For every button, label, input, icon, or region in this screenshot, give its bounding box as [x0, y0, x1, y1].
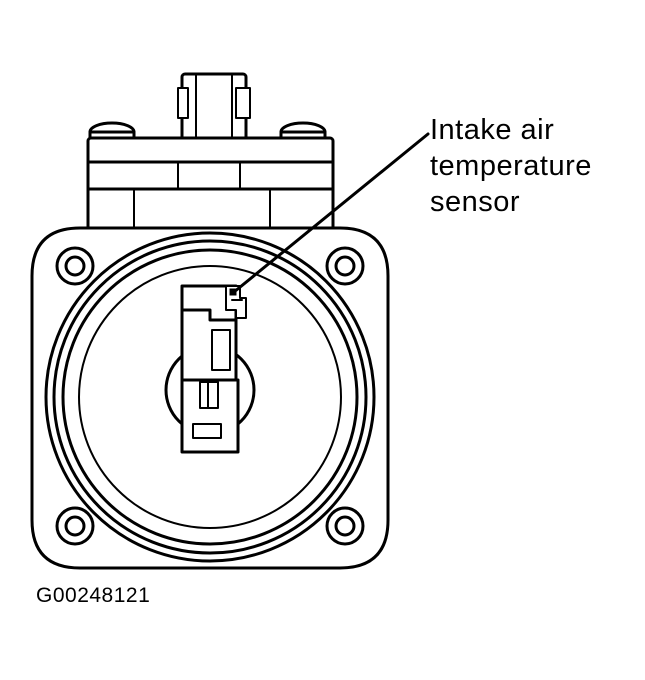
callout-label: Intake air temperature sensor [430, 112, 592, 220]
callout-leader-line [232, 132, 430, 294]
flange-hole-top-right [325, 246, 365, 286]
callout-line-3: sensor [430, 186, 521, 218]
figure-id: G00248121 [36, 584, 151, 607]
flange-hole-top-left [55, 246, 95, 286]
flange-hole-bottom-left [55, 506, 95, 546]
flange-hole-bottom-right [325, 506, 365, 546]
sensor-probe [180, 284, 240, 454]
connector-plug [177, 72, 251, 142]
callout-line-2: temperature [430, 150, 592, 182]
callout-line-1: Intake air [430, 114, 555, 146]
sensor-housing-block [86, 136, 335, 236]
